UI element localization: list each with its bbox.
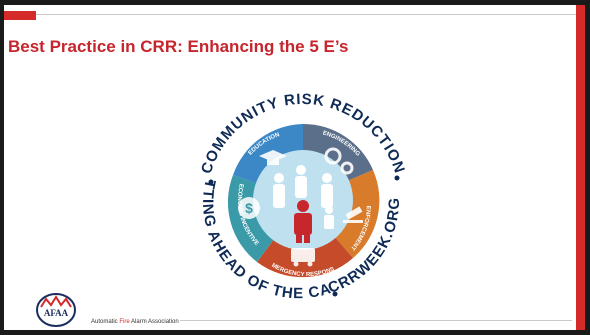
top-divider [36,14,576,15]
separator-dot [394,175,400,181]
svg-text:$: $ [245,200,253,216]
separator-dot [208,179,214,185]
gears-icon [324,147,354,175]
gavel-icon [343,206,363,223]
footer-org-name: Automatic Fire Alarm Association [91,319,179,325]
separator-dot [332,291,338,297]
svg-text:AFAA: AFAA [44,308,69,318]
right-accent-bar [576,5,585,330]
family-icon [273,165,334,229]
org-name-suffix: Alarm Association [129,319,179,325]
graduation-cap-icon [259,150,287,165]
crr-emblem: $ EDUCATION ENGINEERING ENFORCEMENT EMER… [183,80,421,318]
footer-divider [180,320,572,321]
dollar-icon: $ [238,197,260,219]
org-name-fire: Fire [119,319,130,325]
slide-title: Best Practice in CRR: Enhancing the 5 E’… [8,37,349,56]
title-accent-bar [4,11,36,20]
firefighter-icon [294,200,312,243]
afaa-logo: AFAA [36,293,76,327]
org-name-prefix: Automatic [91,319,120,325]
fire-truck-icon [291,248,315,267]
